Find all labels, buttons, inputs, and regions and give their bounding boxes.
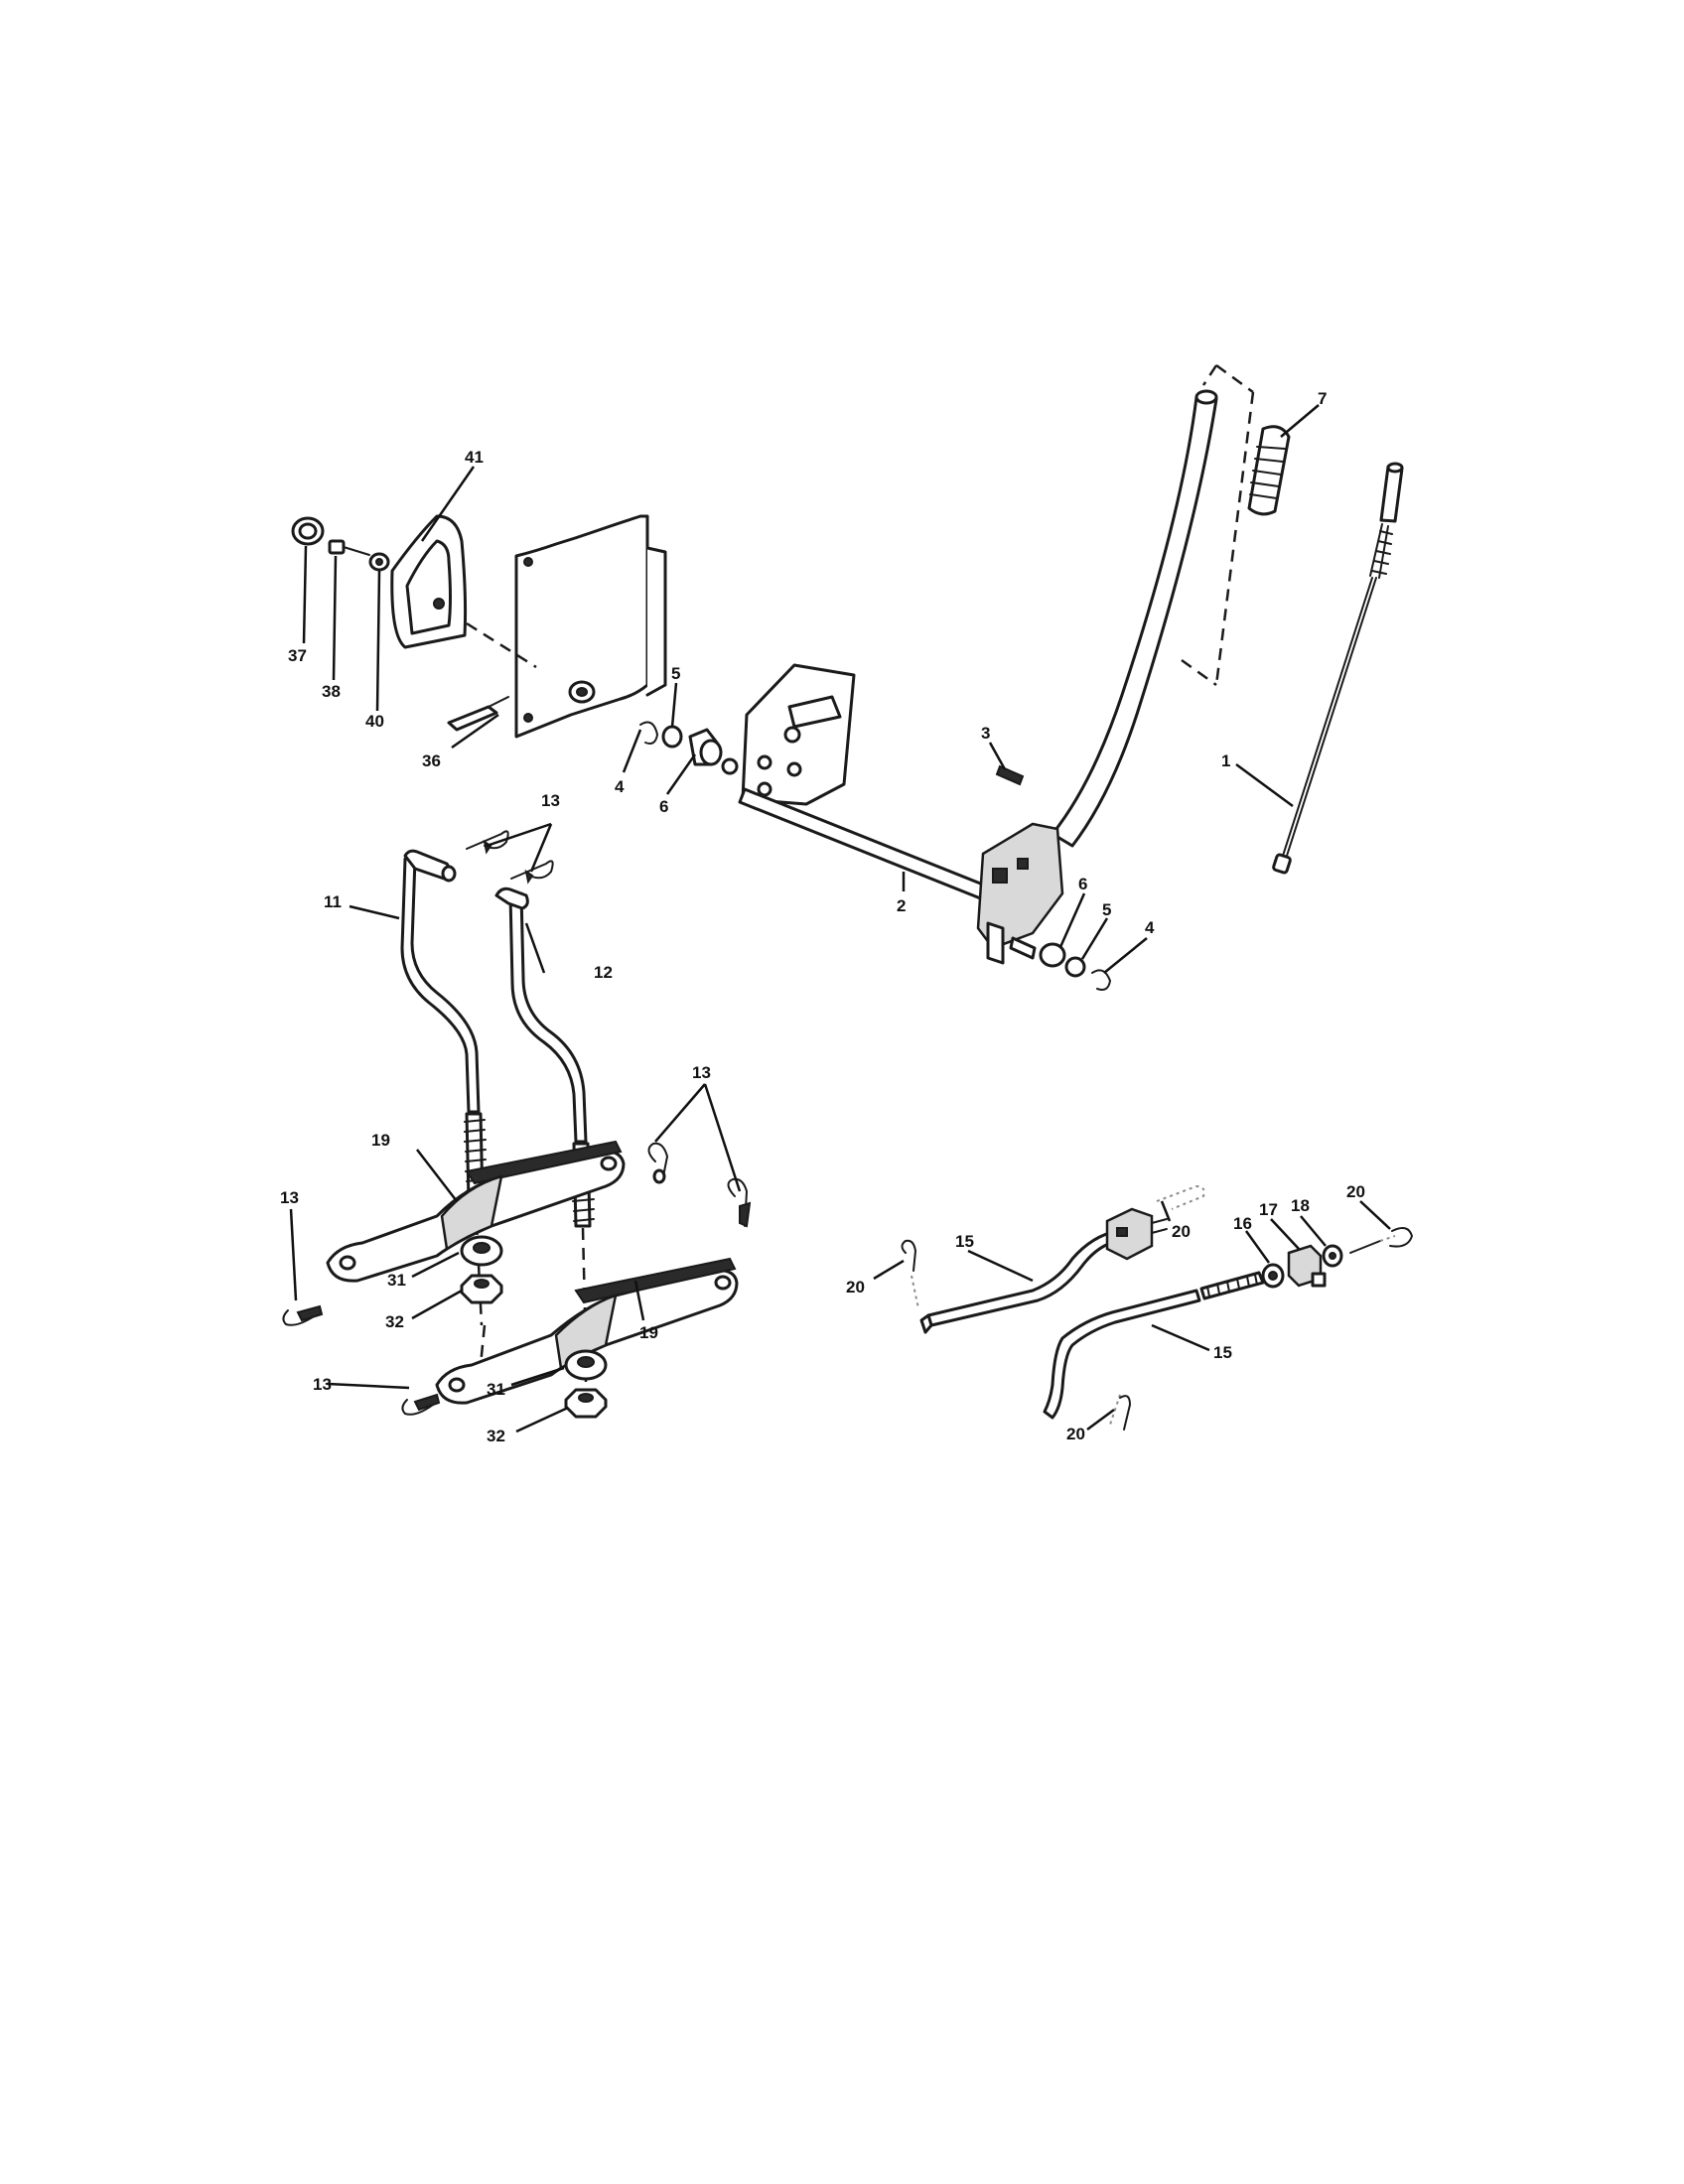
hairpin-4-left	[639, 721, 659, 745]
callout-7: 7	[1318, 389, 1327, 408]
cotter-20-right	[1349, 1226, 1414, 1254]
callout-12: 12	[594, 963, 613, 982]
callout-3: 3	[981, 724, 990, 743]
callout-20-left: 20	[846, 1278, 865, 1297]
callout-32-lower: 32	[487, 1427, 505, 1445]
cotter-20-lower	[1109, 1394, 1132, 1431]
guide-plate-41	[390, 514, 468, 649]
trunnion-17	[1287, 1244, 1327, 1288]
trunnion-upper	[1105, 1207, 1168, 1261]
callout-38: 38	[322, 682, 341, 701]
callout-13-left-upper: 13	[280, 1188, 299, 1207]
hairpin-13-top-b	[510, 860, 554, 885]
washer-40	[368, 552, 390, 572]
hairpin-13-right-a	[647, 1142, 669, 1184]
cotter-20-left	[901, 1239, 919, 1309]
callout-4-right: 4	[1145, 918, 1155, 937]
lift-link-11	[400, 849, 488, 1203]
bushing-6-right	[1039, 942, 1066, 968]
rod-15-upper	[919, 1229, 1119, 1334]
callout-13-top: 13	[541, 791, 560, 810]
bolt-38	[328, 539, 370, 556]
hairpin-13-top-a	[466, 830, 509, 855]
shaft-collar	[721, 757, 739, 775]
rod-15-lower	[1043, 1271, 1265, 1420]
lever-extension-outline	[1181, 363, 1255, 687]
callout-19-lower: 19	[639, 1323, 658, 1342]
mounting-plate	[741, 663, 856, 806]
callout-17: 17	[1259, 1200, 1278, 1219]
side-panel	[514, 514, 667, 739]
washer-5-right	[1064, 956, 1086, 978]
callout-15-upper: 15	[955, 1232, 974, 1251]
leader-lines	[289, 404, 1391, 1433]
callout-32-upper: 32	[385, 1312, 404, 1331]
nut-18	[1322, 1244, 1343, 1268]
hairpin-13-left-a	[282, 1304, 324, 1326]
key-3	[995, 764, 1025, 786]
lift-lever	[1051, 389, 1218, 848]
callout-18: 18	[1291, 1196, 1310, 1215]
callout-20-right: 20	[1346, 1182, 1365, 1201]
bushing-6-left	[688, 728, 723, 766]
handle-grip-7	[1247, 425, 1291, 516]
knob-37	[291, 516, 325, 546]
callout-labels: 1 2 3 4 4 5 5 6 6 7 11 12 13 13 13 13 15…	[280, 389, 1365, 1445]
hairpin-13-left-b	[401, 1393, 441, 1416]
hairpin-13-right-b	[727, 1177, 752, 1228]
lift-arm-19-upper	[326, 1140, 626, 1283]
nut-32-upper	[460, 1274, 503, 1304]
callout-20-upper-right: 20	[1172, 1222, 1191, 1241]
callout-36: 36	[422, 751, 441, 770]
callout-19-upper: 19	[371, 1131, 390, 1150]
nut-32-lower	[564, 1388, 608, 1419]
spring-clip-36	[447, 696, 509, 732]
cross-shaft-2	[738, 787, 995, 903]
callout-16: 16	[1233, 1214, 1252, 1233]
callout-5-right: 5	[1102, 900, 1111, 919]
spacer-31-lower	[564, 1349, 608, 1381]
callout-13-left-lower: 13	[313, 1375, 332, 1394]
callout-40: 40	[365, 712, 384, 731]
hairpin-4-right	[1091, 969, 1112, 991]
callout-5-left: 5	[671, 664, 680, 683]
callout-6-left: 6	[659, 797, 668, 816]
callout-41: 41	[465, 448, 484, 467]
washer-5-left	[661, 725, 683, 749]
callout-31-upper: 31	[387, 1271, 406, 1290]
callout-13-right: 13	[692, 1063, 711, 1082]
shaft-end-right	[1009, 936, 1037, 960]
callout-2: 2	[897, 896, 906, 915]
lift-arm-19-lower	[435, 1257, 739, 1405]
callout-11: 11	[324, 892, 342, 911]
pivot-bushing	[568, 680, 596, 704]
cable-rod-1	[1272, 462, 1404, 875]
cotter-20-upper-right	[1156, 1184, 1205, 1210]
callout-31-lower: 31	[487, 1380, 505, 1399]
callout-15-lower: 15	[1213, 1343, 1232, 1362]
spacer-31-upper	[460, 1235, 503, 1267]
callout-1: 1	[1221, 751, 1230, 770]
washer-16	[1261, 1263, 1285, 1289]
callout-20-lower: 20	[1066, 1425, 1085, 1443]
callout-6-right: 6	[1078, 875, 1087, 893]
callout-4-left: 4	[615, 777, 625, 796]
lever-block	[976, 822, 1064, 965]
callout-37: 37	[288, 646, 307, 665]
